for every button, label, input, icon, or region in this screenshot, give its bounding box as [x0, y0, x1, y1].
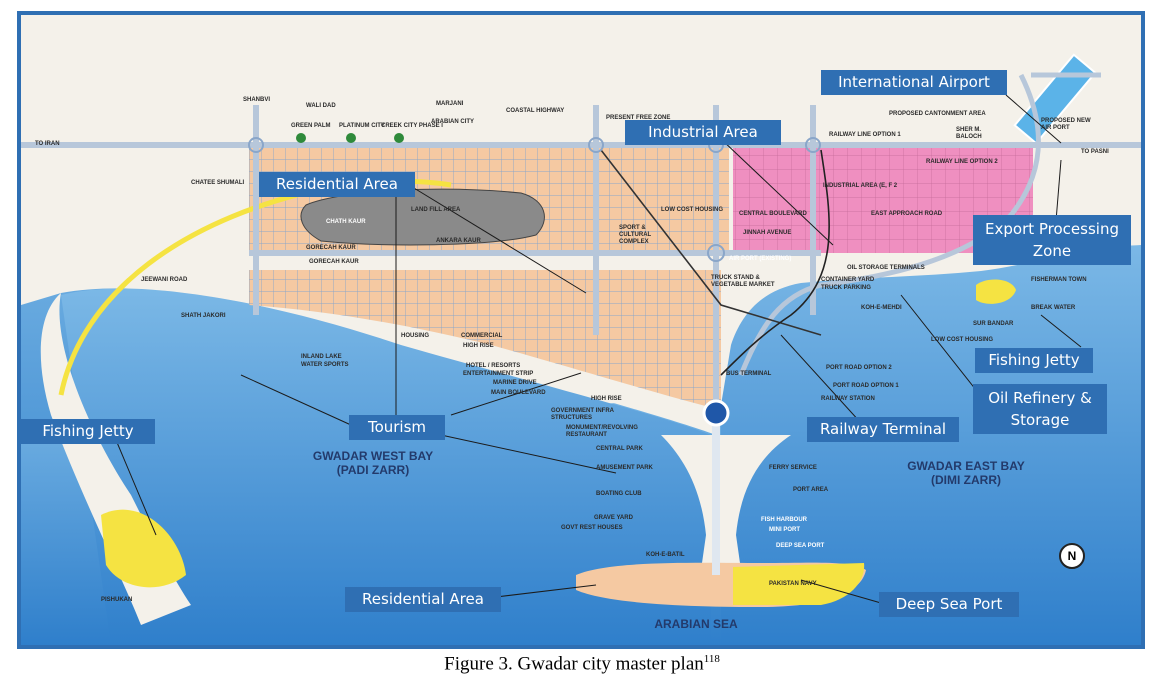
label-arabian-city: ARABIAN CITY [431, 119, 474, 125]
callout-export-processing-zone: Export Processing Zone [973, 215, 1131, 265]
callout-fishing-jetty-west: Fishing Jetty [21, 419, 155, 444]
callout-deep-sea-port: Deep Sea Port [879, 592, 1019, 617]
west-bay-label: GWADAR WEST BAY (PADI ZARR) [312, 449, 434, 477]
label-green-palm: GREEN PALM [291, 123, 331, 129]
label-water-sports: WATER SPORTS [301, 362, 349, 368]
label-ferry-service: FERRY SERVICE [769, 465, 817, 471]
label-central-boulevard: CENTRAL BOULEVARD [739, 211, 807, 217]
label-sport-cultural: SPORT & CULTURAL COMPLEX [619, 225, 652, 245]
label-truck-parking: TRUCK PARKING [821, 285, 871, 291]
label-pishukan: PISHUKAN [101, 597, 133, 603]
label-sher-m-baloch: SHER M. BALOCH [956, 127, 982, 140]
label-bus-terminal: BUS TERMINAL [726, 371, 772, 377]
label-inland-lake: INLAND LAKE [301, 354, 342, 360]
east-bay [721, 245, 1141, 645]
label-pakistan-navy: PAKISTAN NAVY [769, 581, 817, 587]
west-bay [61, 288, 711, 645]
label-sur-bandar: SUR BANDAR [973, 321, 1014, 327]
residential-band-curved [249, 270, 721, 410]
label-oil-storage-terminals: OIL STORAGE TERMINALS [847, 265, 925, 271]
caption-text: Figure 3. Gwadar city master plan [444, 653, 704, 675]
label-free-zone: PRESENT FREE ZONE [606, 115, 671, 121]
label-ankara-kaur: ANKARA KAUR [436, 238, 481, 244]
label-chatee-shumali: CHATEE SHUMALI [191, 180, 245, 186]
label-jewani-road: JEEWANI ROAD [141, 277, 188, 283]
label-govt-rest-houses: GOVT REST HOUSES [561, 525, 623, 531]
east-bay-label: GWADAR EAST BAY (DIMI ZARR) [907, 459, 1025, 487]
label-gorkani-kaur: GORECAH KAUR [306, 245, 356, 251]
callout-oil-refinery: Oil Refinery & Storage [973, 384, 1107, 434]
label-monument: MONUMENT/REVOLVING RESTAURANT [566, 425, 638, 438]
label-port-road-option2: PORT ROAD OPTION 2 [826, 365, 892, 371]
label-shanbvi: SHANBVI [243, 97, 271, 103]
label-grave-yard: GRAVE YARD [594, 515, 633, 521]
label-low-cost-housing-2: LOW COST HOUSING [931, 337, 993, 343]
callout-tourism: Tourism [349, 415, 445, 440]
label-container-yard: CONTAINER YARD [821, 277, 875, 283]
label-truck-stand: TRUCK STAND & VEGETABLE MARKET [711, 275, 775, 288]
label-fish-harbour: FISH HARBOUR [761, 517, 807, 523]
label-low-cost-housing: LOW COST HOUSING [661, 207, 723, 213]
figure-caption: Figure 3. Gwadar city master plan118 [0, 653, 1164, 675]
navy-area [733, 563, 865, 605]
label-marine-drive: MARINE DRIVE [493, 380, 537, 386]
map-frame: TO IRAN TO PASNI SHANBVI WALI DAD MARJAN… [17, 11, 1145, 649]
label-entertainment-strip: ENTERTAINMENT STRIP [463, 371, 534, 377]
label-amusement-park: AMUSEMENT PARK [596, 465, 653, 471]
label-to-iran: TO IRAN [35, 141, 60, 147]
label-air-port-existing: AIR PORT (EXISTING) [729, 256, 792, 262]
label-industrial-area-e-f2: INDUSTRIAL AREA (E, F 2 [823, 183, 898, 189]
label-jinnah-avenue: JINNAH AVENUE [743, 230, 792, 236]
callout-railway-terminal: Railway Terminal [807, 417, 959, 442]
arabian-sea-label: ARABIAN SEA [654, 617, 738, 631]
callout-industrial-area: Industrial Area [625, 120, 781, 145]
label-platinum-city: PLATINUM CITY [339, 123, 385, 129]
callout-residential-area-south: Residential Area [345, 587, 501, 612]
label-port-road-option1: PORT ROAD OPTION 1 [833, 383, 899, 389]
label-main-boulevard: MAIN BOULEVARD [491, 390, 546, 396]
label-koh-e-batil: KOH-E-BATIL [646, 552, 685, 558]
north-arrow-icon: N [1059, 543, 1085, 569]
label-commercial: COMMERCIAL [461, 333, 503, 339]
label-wali-dad: WALI DAD [306, 103, 336, 109]
label-proposed-new-airport: PROPOSED NEW AIR PORT [1041, 118, 1091, 131]
label-railway-line-option1: RAILWAY LINE OPTION 1 [829, 132, 901, 138]
label-fisherman-town: FISHERMAN TOWN [1031, 277, 1087, 283]
label-break-water: BREAK WATER [1031, 305, 1076, 311]
label-boating-club: BOATING CLUB [596, 491, 642, 497]
label-marjani: MARJANI [436, 101, 464, 107]
peninsula [661, 435, 791, 570]
label-port-area: PORT AREA [793, 487, 829, 493]
pishukan-land [101, 509, 186, 588]
callout-fishing-jetty-east: Fishing Jetty [975, 348, 1093, 373]
label-chath-kaur: CHATH KAUR [326, 219, 366, 225]
label-gorkani-kaur-2: GORECAH KAUR [309, 259, 359, 265]
label-proposed-cantonment: PROPOSED CANTONMENT AREA [889, 111, 986, 117]
label-east-approach-road: EAST APPROACH ROAD [871, 211, 943, 217]
label-coastal-highway: COASTAL HIGHWAY [506, 108, 565, 114]
label-high-rise-2: HIGH RISE [591, 396, 622, 402]
caption-footnote: 118 [703, 653, 720, 665]
label-hotel-resorts: HOTEL / RESORTS [466, 363, 521, 369]
label-creek-city: CREEK CITY PHASE I [381, 123, 443, 129]
callout-international-airport: International Airport [821, 70, 1007, 95]
label-government-infra: GOVERNMENT INFRA STRUCTURES [551, 408, 614, 421]
label-deep-sea-port: DEEP SEA PORT [776, 543, 825, 549]
label-land-fill-area: LAND FILL AREA [411, 207, 461, 213]
label-central-park: CENTRAL PARK [596, 446, 643, 452]
label-shatt-jakori: SHATH JAKORI [181, 313, 226, 319]
label-railway-line-option2: RAILWAY LINE OPTION 2 [926, 159, 998, 165]
label-high-rise: HIGH RISE [463, 343, 494, 349]
label-railway-station: RAILWAY STATION [821, 396, 875, 402]
callout-residential-area-north: Residential Area [259, 172, 415, 197]
label-koh-e-mehdi: KOH-E-MEHDI [861, 305, 902, 311]
landfill-area [300, 188, 545, 246]
label-housing: HOUSING [401, 333, 430, 339]
label-mini-port: MINI PORT [769, 527, 800, 533]
label-to-pasni: TO PASNI [1081, 149, 1109, 155]
central-roundabout [702, 399, 730, 427]
map-illustration [21, 15, 1141, 645]
